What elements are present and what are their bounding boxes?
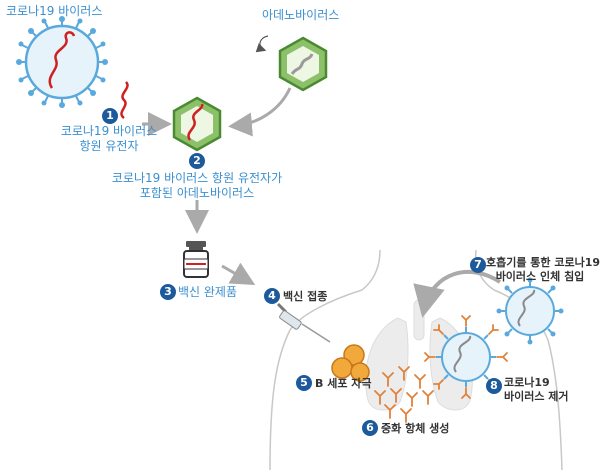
step-4-badge: 4 (264, 288, 280, 304)
adenovirus-icon (255, 35, 328, 92)
flow-arrows (142, 87, 502, 318)
adenovirus-label: 아데노바이러스 (262, 8, 340, 22)
step-3-badge: 3 (160, 284, 176, 300)
removal-label-line1: 코로나19 (504, 376, 550, 389)
antigen-gene-strand (120, 81, 129, 119)
antigen-gene-label: 코로나19 바이러스 항원 유전자 (50, 124, 168, 154)
step-8-badge: 8 (486, 378, 502, 394)
invasion-label-line2: 바이러스 인체 침입 (495, 269, 585, 283)
antigen-gene-label-line1: 코로나19 바이러스 (60, 124, 158, 138)
invasion-label: 호흡기를 통한 코로나19 바이러스 인체 침입 (486, 256, 600, 284)
b-cell-label: B 세포 자극 (315, 377, 372, 390)
combined-virus-icon (172, 96, 222, 152)
antigen-gene-label-line2: 항원 유전자 (79, 139, 139, 153)
removal-label: 코로나19 바이러스 제거 (504, 376, 569, 404)
b-cell-cluster (331, 344, 370, 382)
syringe-icon (276, 302, 331, 343)
combined-virus-label-line2: 포함된 아데노바이러스 (139, 186, 255, 200)
combined-virus-label: 코로나19 바이러스 항원 유전자가 포함된 아데노바이러스 (102, 171, 292, 201)
antibody-cluster (374, 366, 434, 423)
step-2-badge: 2 (189, 153, 205, 169)
invasion-label-line1: 호흡기를 통한 코로나19 (486, 256, 600, 269)
antibody-label: 중화 항체 생성 (381, 422, 450, 435)
step-1-badge: 1 (102, 108, 118, 124)
vaccine-product-label: 백신 완제품 (178, 285, 238, 299)
combined-virus-label-line1: 코로나19 바이러스 항원 유전자가 (111, 171, 283, 185)
step-7-badge: 7 (470, 257, 486, 273)
vaccine-vial-icon (183, 241, 209, 278)
step-5-badge: 5 (296, 375, 312, 391)
covid-virus-label: 코로나19 바이러스 (6, 4, 103, 18)
neutralized-virus-icon (424, 315, 508, 399)
vaccination-label: 백신 접종 (283, 290, 328, 303)
covid-virus-icon (16, 16, 108, 108)
invading-virus-icon (496, 277, 564, 345)
removal-label-line2: 바이러스 제거 (504, 389, 569, 403)
step-6-badge: 6 (362, 420, 378, 436)
